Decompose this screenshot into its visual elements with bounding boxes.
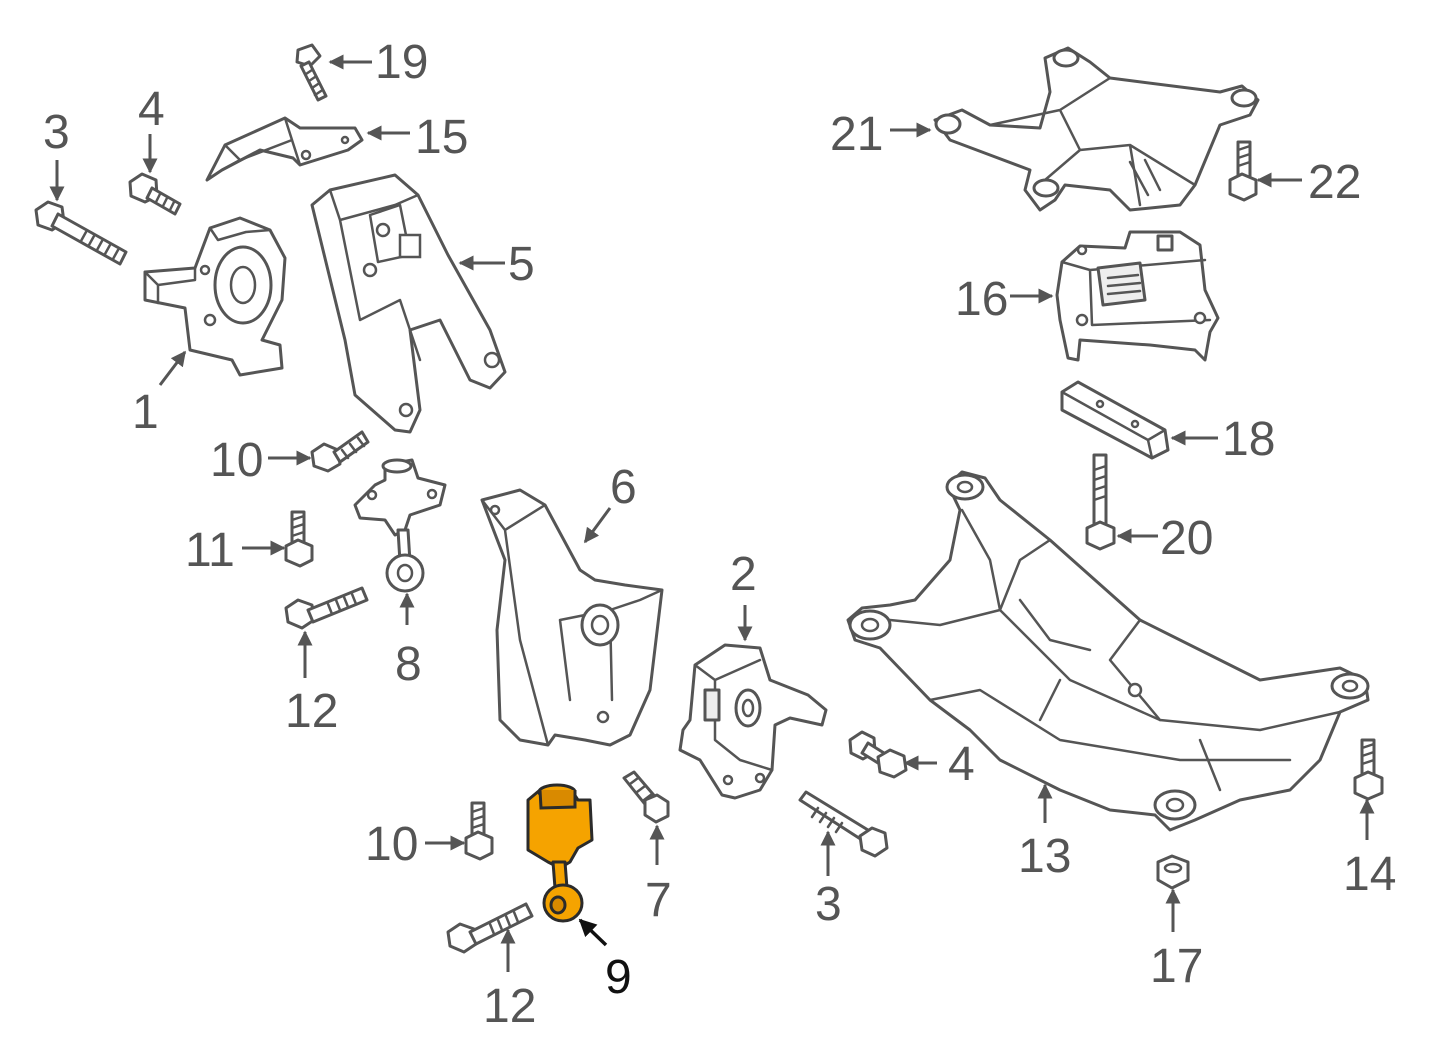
callout-22: 22	[1308, 156, 1361, 209]
callout-13: 15	[415, 111, 468, 164]
bolt-20[interactable]	[1085, 453, 1116, 551]
bolt-10-lower[interactable]	[464, 801, 494, 861]
callout-21: 21	[830, 108, 883, 161]
bolt-3-top[interactable]	[34, 200, 128, 266]
callout-3-lower: 3	[815, 878, 842, 931]
callout-4-lower: 4	[948, 738, 975, 791]
bolt-4-lower[interactable]	[848, 730, 908, 779]
bolt-12-lower[interactable]	[446, 902, 534, 954]
mount-1[interactable]	[143, 216, 287, 377]
nut-18[interactable]	[1156, 854, 1190, 890]
callout-4-top: 4	[138, 83, 165, 136]
callout-5: 5	[508, 238, 535, 291]
link-mount-8[interactable]	[353, 458, 447, 593]
callout-12-lower: 12	[483, 980, 536, 1033]
callout-1: 1	[132, 386, 159, 439]
callout-10-lower: 10	[365, 818, 418, 871]
bracket-19[interactable]	[1060, 380, 1170, 460]
bolt-4-top[interactable]	[128, 172, 182, 216]
bolt-14[interactable]	[295, 43, 328, 102]
callout-7: 7	[645, 874, 672, 927]
bracket-5[interactable]	[310, 173, 507, 434]
bolt-7[interactable]	[622, 770, 670, 824]
callout-14: 19	[375, 36, 428, 89]
link-mount-9-highlighted[interactable]	[526, 783, 594, 923]
subframe-15[interactable]	[846, 470, 1370, 832]
bolt-16[interactable]	[1353, 738, 1384, 801]
callout-10-upper: 10	[210, 434, 263, 487]
callout-12-upper: 12	[285, 685, 338, 738]
mount-17[interactable]	[1055, 230, 1220, 362]
callout-11: 11	[185, 524, 235, 577]
callout-6: 6	[610, 461, 637, 514]
bolt-22[interactable]	[1228, 140, 1258, 202]
callout-15: 13	[1018, 830, 1071, 883]
bolt-10-upper[interactable]	[310, 430, 370, 473]
bolt-12-upper[interactable]	[284, 586, 369, 630]
bracket-6[interactable]	[480, 488, 664, 747]
callout-19: 18	[1222, 413, 1275, 466]
callout-16: 14	[1343, 848, 1396, 901]
bolt-3-lower[interactable]	[798, 790, 889, 858]
callout-3-top: 3	[43, 106, 70, 159]
crossmember-21[interactable]	[933, 46, 1260, 212]
callout-labels: 19 15 4 3 5 1 10 11 12 8 6 2 4 7 3 10 12…	[43, 36, 1396, 1033]
mount-2[interactable]	[678, 643, 828, 800]
callout-9-highlighted: 9	[605, 951, 632, 1004]
callout-17: 16	[955, 273, 1008, 326]
bolt-11[interactable]	[284, 510, 314, 568]
heat-shield-13[interactable]	[205, 116, 364, 182]
leader-lines	[49, 54, 1375, 972]
callout-8: 8	[395, 638, 422, 691]
callout-20: 20	[1160, 512, 1213, 565]
callout-18: 17	[1150, 940, 1203, 993]
callout-2: 2	[730, 548, 757, 601]
